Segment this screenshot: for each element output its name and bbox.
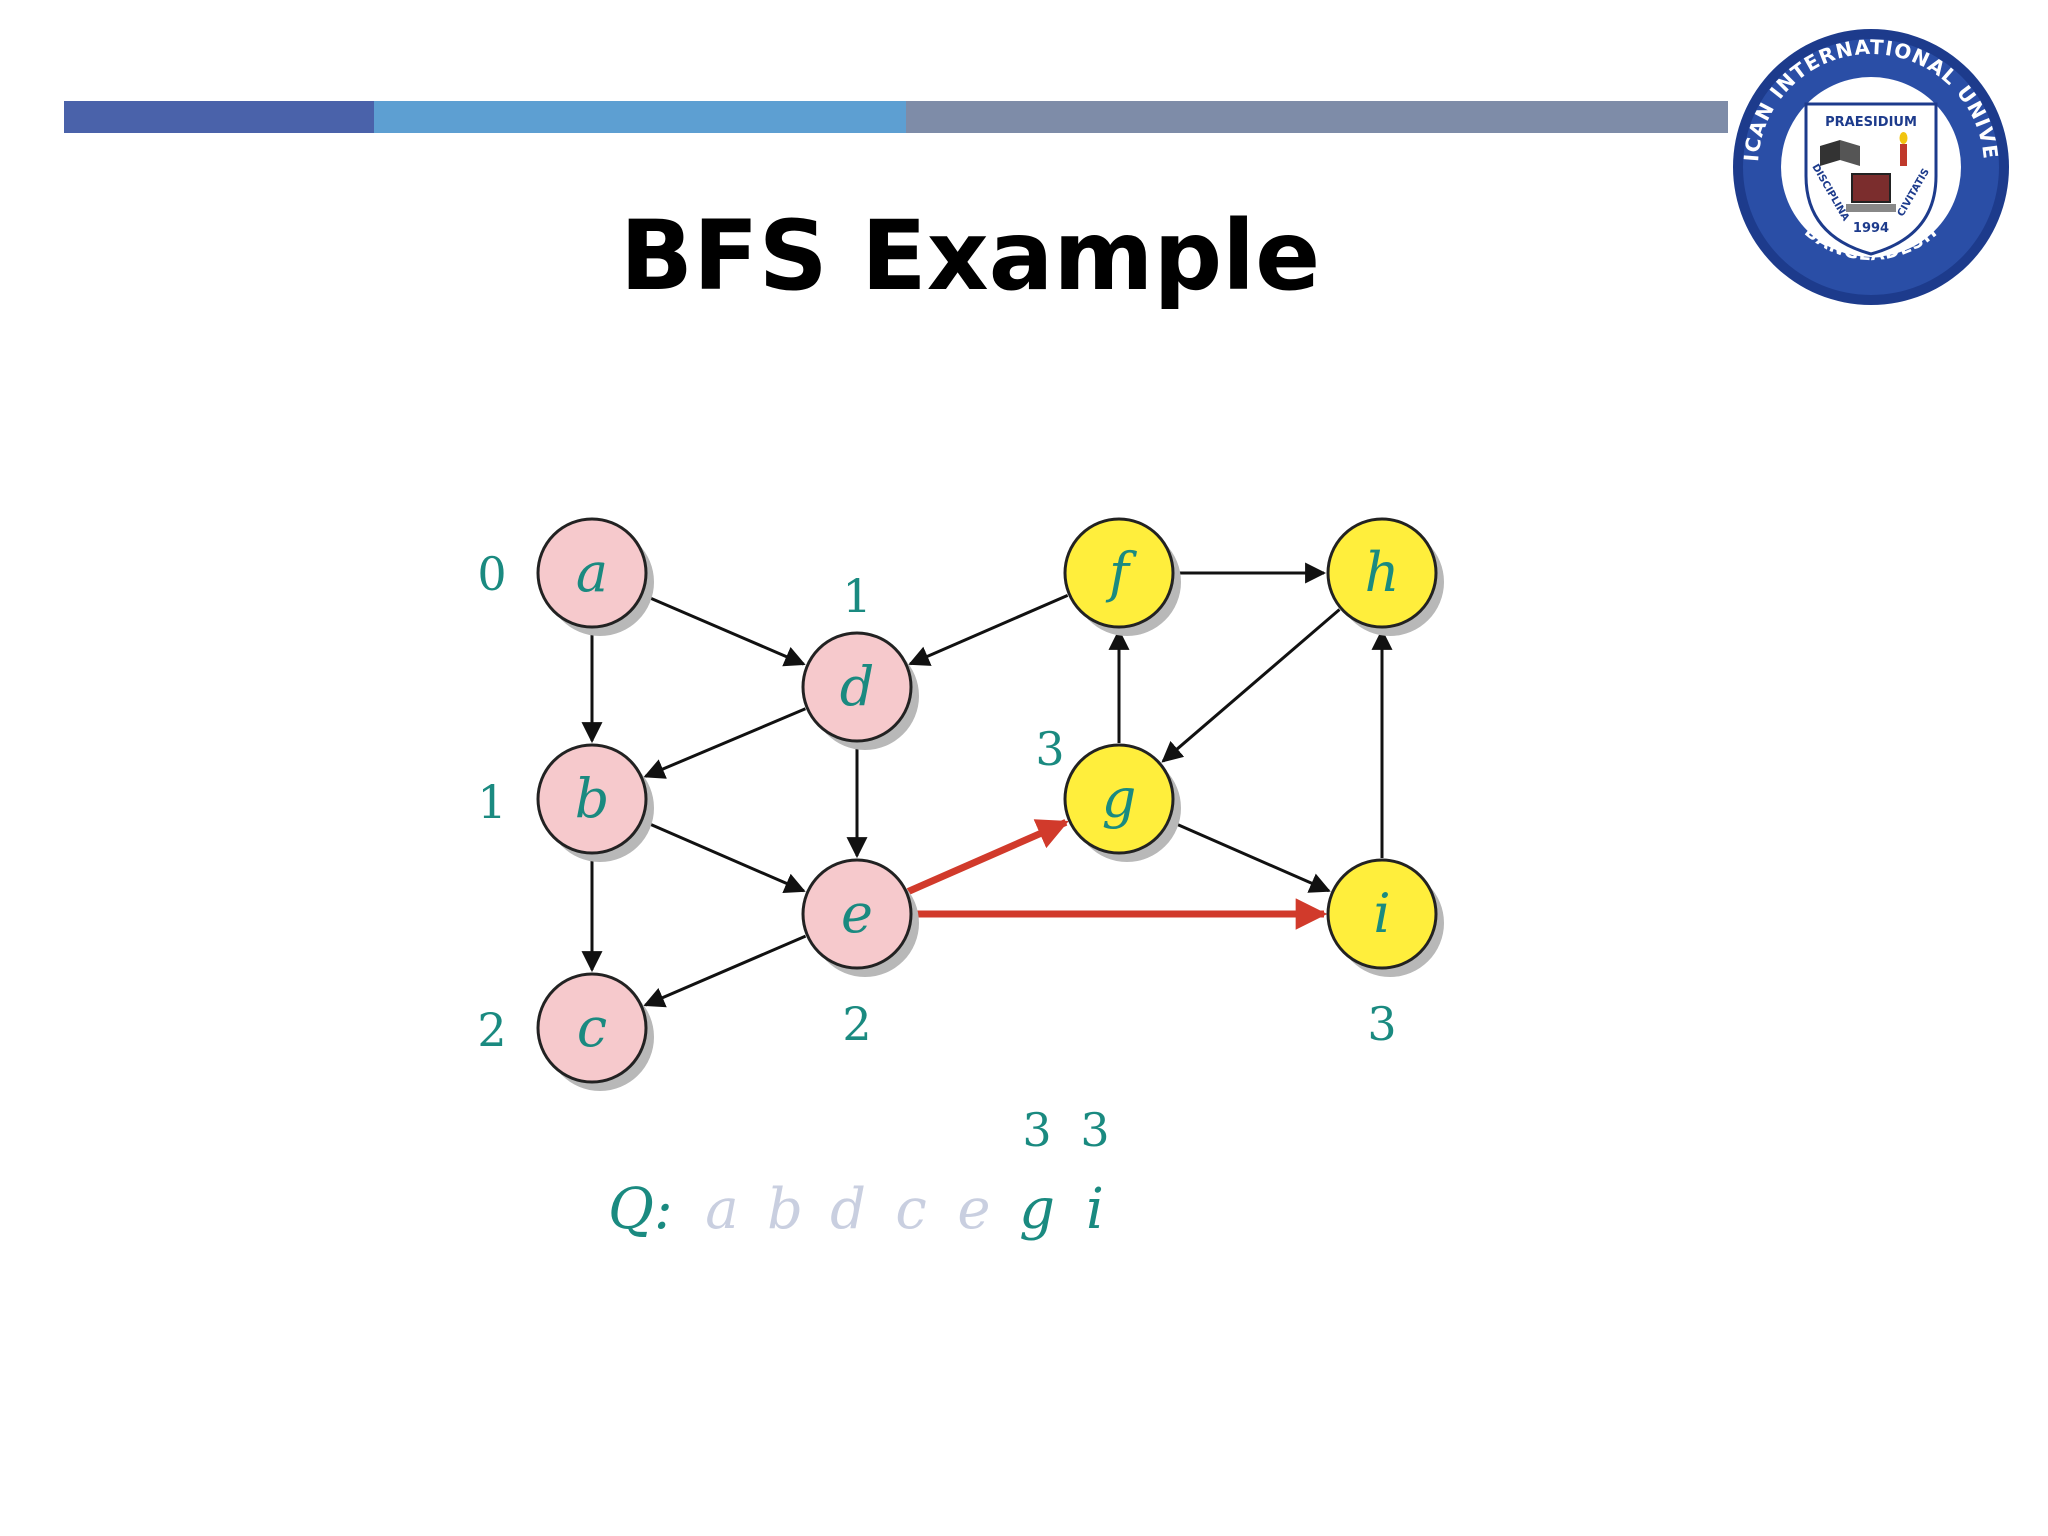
graph-node-a: a	[536, 517, 654, 636]
graph-node-h: h	[1326, 517, 1444, 636]
node-circle	[1326, 858, 1438, 970]
seal-year: 1994	[1853, 221, 1889, 236]
distance-label-b: 1	[477, 775, 506, 829]
queue-item-distance: 3	[1022, 1103, 1051, 1157]
node-label: c	[577, 996, 607, 1059]
queue-item-dequeued: b	[767, 1177, 803, 1242]
graph-node-b: b	[536, 743, 654, 862]
node-circle	[801, 858, 913, 970]
page-title: BFS Example	[619, 200, 1321, 312]
node-label: a	[576, 541, 608, 604]
edge-g-i	[1169, 820, 1331, 893]
node-circle	[1063, 517, 1175, 629]
university-seal-logo: AMERICAN INTERNATIONAL UNIVERSITY BANGLA…	[1728, 26, 2014, 308]
edge-a-d	[642, 593, 806, 667]
header-bar-segment	[64, 101, 374, 133]
graph-node-c: c	[536, 972, 654, 1091]
queue-item-distance: 3	[1080, 1103, 1109, 1157]
node-circle	[1063, 743, 1175, 855]
node-circle	[536, 517, 648, 629]
distance-label-d: 1	[842, 569, 871, 623]
node-label: g	[1102, 767, 1137, 830]
queue-item-active: i	[1086, 1177, 1104, 1242]
node-label: b	[575, 767, 610, 830]
distance-label-g: 3	[1035, 722, 1064, 776]
seal-motto-top: PRAESIDIUM	[1825, 115, 1917, 130]
node-label: h	[1365, 541, 1400, 604]
edge-f-d	[908, 593, 1069, 666]
graph-node-f: f	[1063, 517, 1181, 636]
graph-node-e: e	[801, 858, 919, 977]
computer-icon	[1846, 173, 1896, 212]
node-label: d	[840, 655, 875, 718]
distance-label-c: 2	[477, 1003, 506, 1057]
node-circle	[801, 631, 913, 743]
distance-label-e: 2	[842, 997, 871, 1051]
queue-item-dequeued: a	[705, 1177, 738, 1242]
header-bar	[64, 101, 1728, 133]
graph-node-g: g	[1063, 743, 1181, 862]
queue-item-dequeued: c	[895, 1177, 926, 1242]
graph-node-d: d	[801, 631, 919, 750]
distance-label-a: 0	[477, 547, 506, 601]
header-bar-segment	[906, 101, 1728, 133]
edge-e-g-highlighted	[906, 819, 1069, 895]
queue-item-dequeued: e	[957, 1177, 990, 1242]
node-label: e	[841, 882, 873, 945]
book-icon	[1820, 140, 1860, 166]
distance-label-i: 3	[1367, 997, 1396, 1051]
node-circle	[536, 743, 648, 855]
edge-d-b	[643, 707, 807, 779]
edge-b-e	[642, 819, 806, 894]
candle-icon	[1899, 132, 1908, 166]
node-circle	[536, 972, 648, 1084]
node-label: i	[1373, 882, 1390, 945]
edge-e-c	[643, 934, 807, 1008]
queue-item-active: g	[1019, 1177, 1055, 1242]
queue-item-dequeued: d	[830, 1177, 866, 1242]
queue-label: Q:	[608, 1177, 673, 1242]
edge-h-g	[1161, 608, 1341, 763]
header-bar-segment	[374, 101, 906, 133]
graph-node-i: i	[1326, 858, 1444, 977]
node-circle	[1326, 517, 1438, 629]
